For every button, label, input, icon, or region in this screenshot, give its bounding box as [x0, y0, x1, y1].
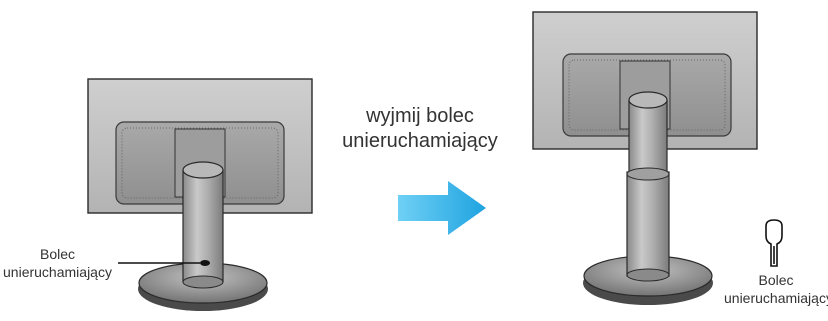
instruction-line-2: unieruchamiający: [342, 130, 498, 152]
left-label-line-1: Bolec: [39, 246, 76, 262]
right-stand-neck: [628, 99, 668, 176]
instruction-line-1: wyjmij bolec: [366, 105, 474, 127]
right-monitor: [532, 11, 758, 305]
right-lock-pin-label: Bolec unieruchamiający: [724, 272, 828, 307]
left-lock-pin-label: Bolec unieruchamiający: [0, 246, 115, 281]
right-label-line-1: Bolec: [758, 272, 794, 288]
right-stand-neck-top: [628, 91, 668, 109]
right-label-line-2: unieruchamiający: [724, 289, 828, 306]
left-monitor: [87, 78, 313, 311]
direction-arrow: [398, 181, 486, 235]
right-stand-sleeve: [626, 171, 670, 277]
instruction-text: wyjmij bolec unieruchamiający: [330, 104, 510, 154]
left-label-line-2: unieruchamiający: [3, 263, 112, 280]
left-lock-pin-hole: [200, 260, 210, 266]
left-stand-neck-top: [182, 161, 224, 179]
lock-pin-icon: [765, 219, 783, 267]
